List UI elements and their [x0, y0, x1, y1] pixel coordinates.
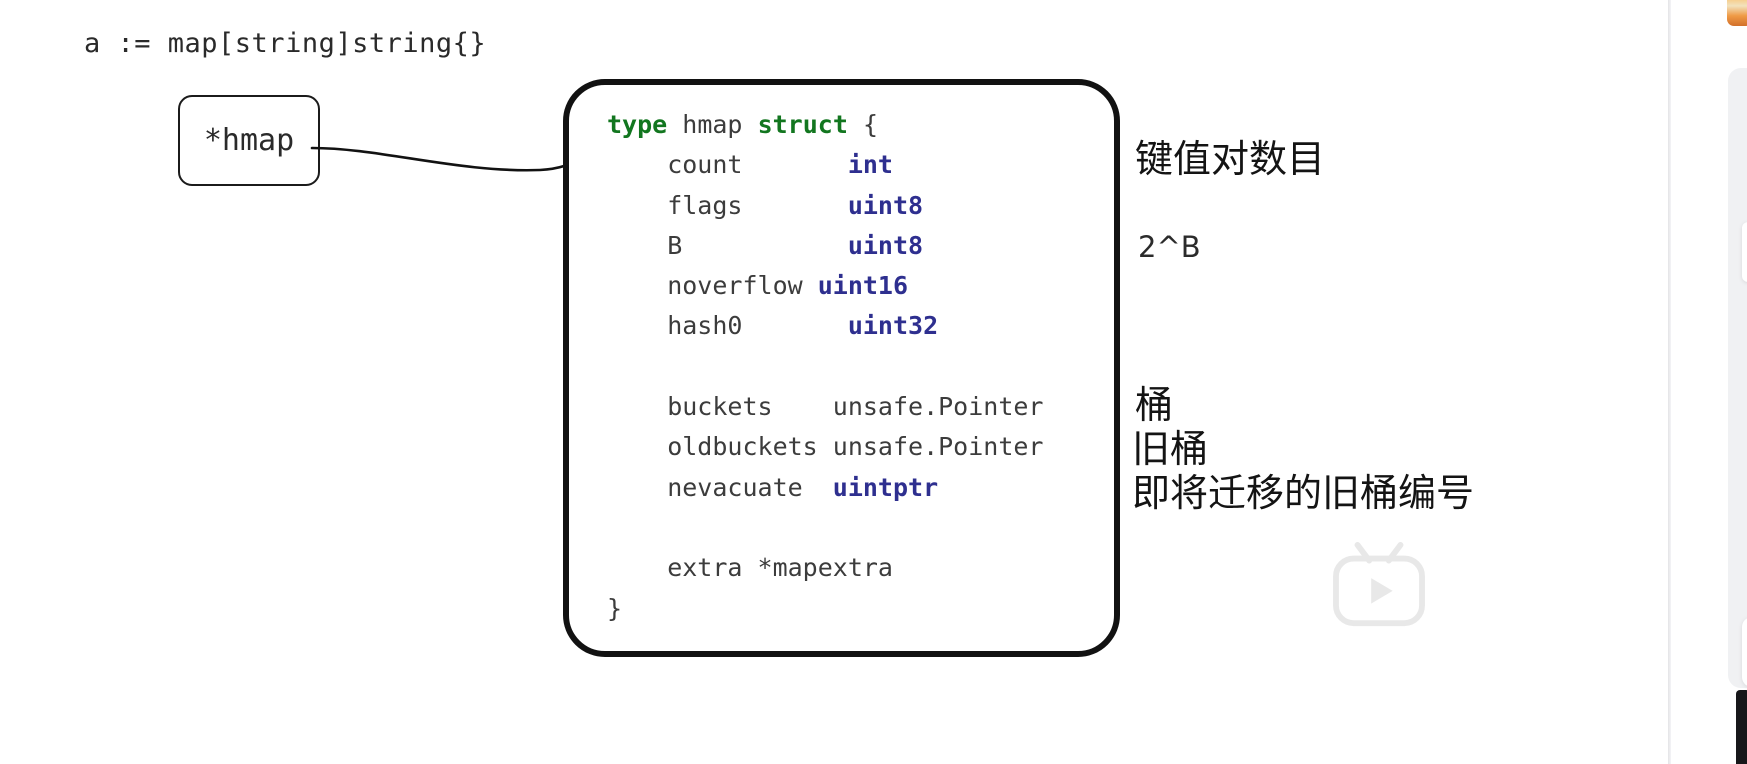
hmap-struct-code: type hmap struct { count int flags uint8…	[607, 105, 1127, 629]
code-token-brace: }	[607, 593, 623, 623]
line-oldbuckets: oldbuckets unsafe.Pointer	[607, 427, 1127, 467]
line-hash0: hash0 uint32	[607, 306, 1127, 346]
line-type-hmap-struct: type hmap struct {	[607, 105, 1127, 145]
map-declaration-code: a := map[string]string{}	[84, 28, 487, 59]
side-panel-card-top[interactable]	[1742, 222, 1747, 282]
anno-b: 2^B	[1138, 230, 1201, 264]
code-token-pl	[667, 110, 682, 139]
code-token-id: oldbuckets unsafe.Pointer	[607, 432, 1044, 462]
line-buckets: buckets unsafe.Pointer	[607, 387, 1127, 427]
code-token-ty: uint16	[817, 271, 909, 301]
anno-nevacuate: 即将迁移的旧桶编号	[1132, 471, 1475, 515]
code-token-id: flags	[607, 190, 848, 220]
line-blank-1	[607, 347, 1127, 387]
pointer-arrow-icon	[310, 146, 592, 172]
code-token-id: count	[607, 150, 848, 180]
code-token-id: hash0	[607, 311, 848, 341]
code-token-ty: uint8	[847, 190, 924, 220]
diagram-canvas: a := map[string]string{} *hmap type hmap…	[84, 28, 1600, 657]
code-token-id: buckets unsafe.Pointer	[607, 392, 1044, 422]
line-flags: flags uint8	[607, 186, 1127, 226]
code-token-id: nevacuate	[607, 472, 833, 502]
code-token-id: B	[607, 230, 848, 260]
code-token-pl	[743, 110, 758, 139]
code-token-kw: struct	[757, 110, 848, 139]
code-token-ty: uintptr	[832, 472, 939, 502]
code-token-id: extra *mapextra	[607, 553, 893, 583]
hmap-struct-card	[563, 79, 1120, 657]
right-side-panel	[1728, 68, 1747, 688]
hmap-pointer-box: *hmap	[178, 95, 320, 186]
bilibili-play-logo-icon	[1333, 541, 1425, 627]
line-close-brace: }	[607, 589, 1127, 629]
line-blank-2	[607, 508, 1127, 548]
page-right-edge	[1668, 0, 1671, 764]
side-panel-card-bottom[interactable]	[1742, 617, 1747, 687]
code-token-ty: int	[847, 150, 893, 180]
hmap-pointer-label: *hmap	[203, 123, 295, 158]
code-token-brace: {	[862, 110, 878, 139]
line-b: B uint8	[607, 226, 1127, 266]
anno-buckets: 桶	[1135, 383, 1174, 427]
annotation-column: 键值对数目 2^B 桶旧桶即将迁移的旧桶编号	[1130, 100, 1600, 620]
code-token-id: noverflow	[607, 271, 818, 301]
line-nevacuate: nevacuate uintptr	[607, 468, 1127, 508]
line-extra: extra *mapextra	[607, 548, 1127, 588]
anno-oldbuckets: 旧桶	[1132, 427, 1209, 471]
code-token-kw: type	[607, 110, 668, 139]
code-token-pl	[848, 110, 863, 139]
scrollbar-thumb[interactable]	[1736, 690, 1747, 764]
line-count: count int	[607, 145, 1127, 185]
line-noverflow: noverflow uint16	[607, 266, 1127, 306]
code-token-ty: uint32	[847, 311, 939, 341]
anno-count: 键值对数目	[1135, 137, 1326, 181]
orange-badge[interactable]	[1727, 0, 1747, 26]
code-token-id: hmap	[682, 110, 743, 139]
code-token-ty: uint8	[847, 230, 924, 260]
